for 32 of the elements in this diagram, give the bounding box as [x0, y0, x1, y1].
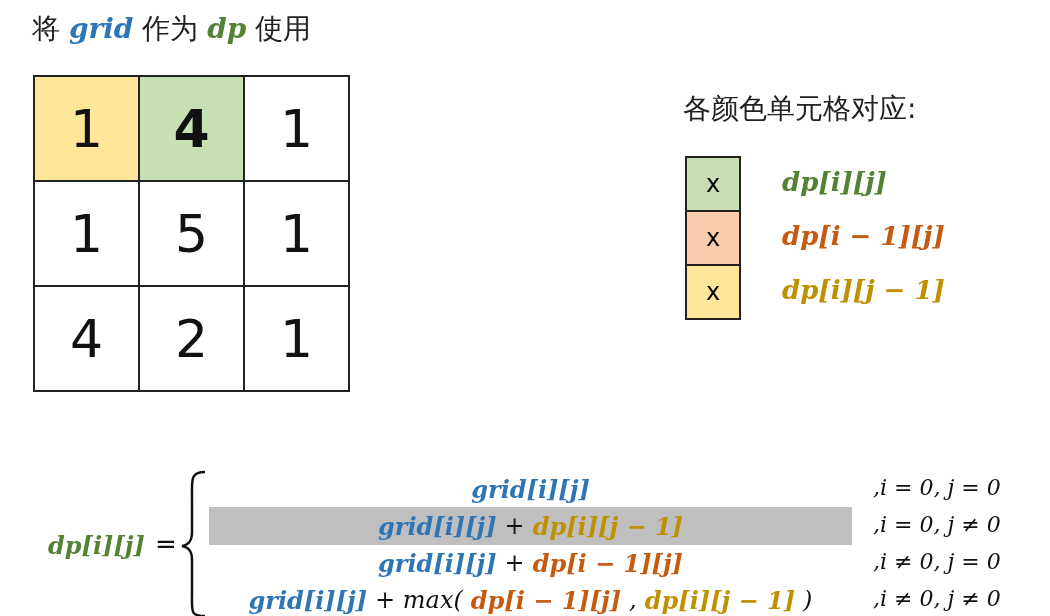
formula-term: dp[i − 1][j] [532, 548, 683, 578]
condition-text: ,i ≠ 0, j = 0 [873, 549, 1001, 574]
formula-term: dp[i][j − 1] [532, 511, 683, 541]
legend-label: dp[i][j] [782, 167, 887, 197]
legend-swatch: x [685, 156, 741, 212]
condition-text: ,i ≠ 0, j ≠ 0 [873, 586, 1001, 611]
grid-cell: 1 [243, 75, 350, 182]
formula-term: dp[i][j] [48, 531, 145, 560]
legend-label: dp[i − 1][j] [782, 221, 945, 251]
formula-term: dp[i − 1][j] [470, 585, 622, 615]
grid-cell: 4 [33, 285, 140, 392]
legend-heading: 各颜色单元格对应: [683, 91, 917, 127]
formula-term: grid[i][j] [378, 548, 497, 578]
math-operator: + [504, 512, 525, 540]
legend-swatch: x [685, 264, 741, 320]
math-operator: + max( [375, 586, 463, 614]
legend-swatch: x [685, 210, 741, 266]
legend-label: dp[i][j − 1] [782, 275, 945, 305]
math-operator: + [504, 549, 525, 577]
grid-cell: 1 [243, 285, 350, 392]
equals-sign: = [155, 529, 177, 559]
formula-term: grid[i][j] [378, 511, 497, 541]
grid-cell: 1 [33, 75, 140, 182]
math-operator: ) [803, 586, 813, 614]
title: 将 grid 作为 dp 使用 [32, 11, 312, 47]
grid-cell: 4 [138, 75, 245, 182]
math-operator: , [629, 586, 637, 614]
formula-term: dp[i][j − 1] [644, 585, 796, 615]
condition-text: ,i = 0, j ≠ 0 [873, 512, 1001, 537]
formula-term: grid[i][j] [471, 474, 590, 504]
condition-text: ,i = 0, j = 0 [873, 475, 1001, 500]
formula-term: grid[i][j] [248, 585, 368, 615]
